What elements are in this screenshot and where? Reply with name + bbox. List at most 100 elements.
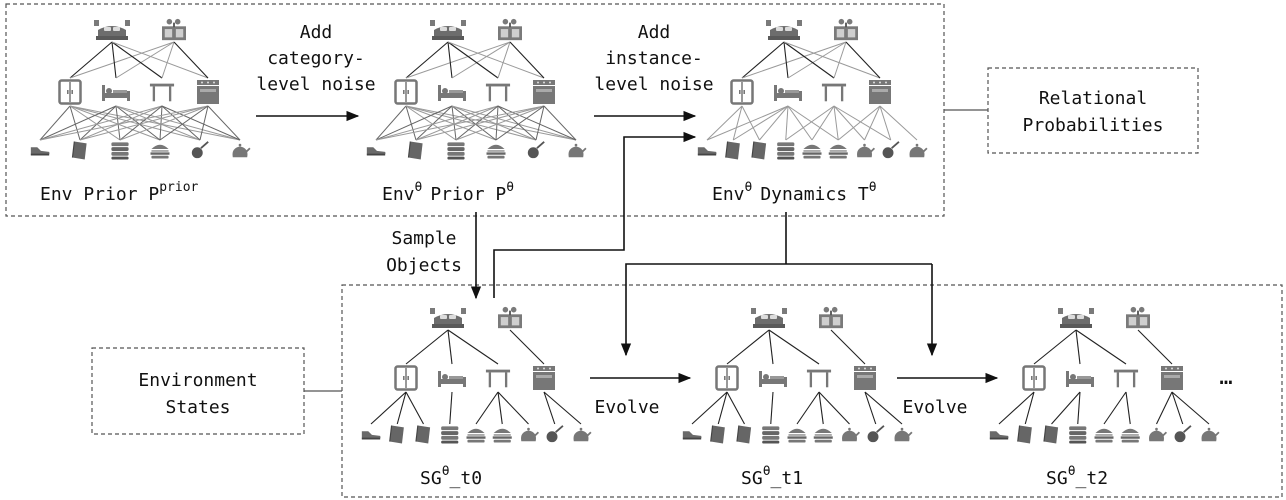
towel-stack-icon	[441, 426, 459, 444]
stove-icon	[533, 80, 555, 104]
evolve-label-1: Evolve	[594, 397, 659, 418]
env-prior-superscript: prior	[159, 180, 198, 195]
tree-edge	[497, 391, 529, 425]
tree-edge	[497, 41, 511, 79]
tree-edge	[447, 41, 499, 79]
tree-edge	[717, 391, 728, 425]
book-icon	[1043, 424, 1059, 445]
burger-icon	[787, 428, 807, 443]
table-icon	[821, 83, 847, 102]
stove-icon	[533, 366, 555, 390]
tree-edge	[741, 41, 785, 79]
tree-edge	[879, 105, 892, 141]
tree-edge	[1125, 391, 1131, 425]
bed-icon	[759, 371, 787, 387]
tree-edge	[79, 105, 117, 141]
sg-t0-prefix: SG	[420, 468, 442, 489]
wardrobe-icon	[730, 79, 754, 105]
bedroom-icon	[430, 20, 466, 40]
kitchen-icon	[498, 306, 522, 329]
bedroom-icon	[751, 308, 787, 328]
tree-edge	[818, 391, 850, 425]
sg-t0-sup: θ	[442, 464, 450, 479]
tree-edge	[69, 105, 161, 141]
tree-edge	[39, 105, 163, 141]
kettle-icon	[231, 142, 251, 159]
evolve-label-2: Evolve	[902, 397, 967, 418]
tree-edge	[119, 105, 209, 141]
kitchen-icon	[819, 306, 843, 329]
tree-edge	[451, 105, 497, 141]
sample-objects-line2: Objects	[386, 255, 462, 276]
tree-edge	[833, 105, 839, 141]
sg-t1-caption: SGθ_t1	[741, 464, 803, 489]
sg-t1-suffix: _t1	[771, 468, 804, 489]
burger-icon	[1094, 428, 1114, 443]
kettle-icon	[841, 426, 861, 443]
tree-edge	[199, 105, 209, 141]
bed-icon	[438, 371, 466, 387]
book-icon	[389, 424, 405, 445]
stove-icon	[854, 366, 876, 390]
tree-edge	[706, 105, 743, 141]
tree-edge	[495, 105, 545, 141]
tree-edge	[451, 41, 511, 79]
env0-prior-sup-b: θ	[506, 180, 514, 195]
tree-edge	[111, 41, 117, 79]
tree-edge	[449, 391, 453, 425]
tree-edge	[115, 105, 241, 141]
tree-edge	[787, 105, 839, 141]
burger-icon	[1120, 428, 1140, 443]
env-prior-caption: Env Prior Pprior	[40, 180, 199, 205]
kitchen-icon	[834, 18, 858, 41]
wardrobe-icon	[58, 79, 82, 105]
sg-t2-prefix: SG	[1046, 468, 1068, 489]
tree-edge	[1033, 329, 1077, 365]
kitchen-icon	[498, 18, 522, 41]
stove-icon	[197, 80, 219, 104]
tree-edge	[405, 41, 449, 79]
bedroom-icon	[766, 20, 802, 40]
tree-edge	[405, 105, 577, 141]
sample-objects-line1: Sample	[391, 228, 456, 249]
shoe-icon	[361, 431, 381, 440]
tree-edge	[726, 329, 770, 365]
tree-edge	[768, 329, 820, 365]
tree-edge	[706, 105, 789, 141]
kettle-icon	[567, 142, 587, 159]
tree-edge	[783, 41, 881, 79]
tree-edge	[787, 105, 813, 141]
tree-edge	[375, 105, 407, 141]
tree-edge	[451, 105, 457, 141]
tree-edge	[543, 391, 582, 425]
tree-edge	[759, 105, 789, 141]
tree-edge	[833, 105, 865, 141]
tree-edge	[830, 329, 866, 365]
tree-edge	[1103, 391, 1127, 425]
tree-edge	[455, 105, 545, 141]
sg-t1-prefix: SG	[741, 468, 763, 489]
tree-edge	[161, 105, 201, 141]
pan-icon	[866, 424, 885, 444]
tree-edge	[405, 105, 417, 141]
tree-edge	[79, 105, 209, 141]
tree-edge	[396, 391, 407, 425]
table-icon	[485, 83, 511, 102]
tree-edge	[375, 105, 499, 141]
book-icon	[736, 424, 752, 445]
shoe-icon	[30, 147, 50, 156]
env0-prior-text-a: Env	[382, 184, 415, 205]
kettle-icon	[856, 142, 876, 159]
book-icon	[725, 140, 741, 161]
env0-prior-text-b: Prior P	[430, 184, 506, 205]
tree-edge	[783, 41, 789, 79]
burger-icon	[802, 144, 822, 159]
tree-edge	[509, 329, 545, 365]
tree-edge	[447, 41, 453, 79]
pan-icon	[1173, 424, 1192, 444]
tree-edge	[741, 41, 847, 79]
kettle-icon	[1200, 426, 1220, 443]
tree-edge	[115, 105, 201, 141]
tree-edge	[69, 41, 113, 79]
